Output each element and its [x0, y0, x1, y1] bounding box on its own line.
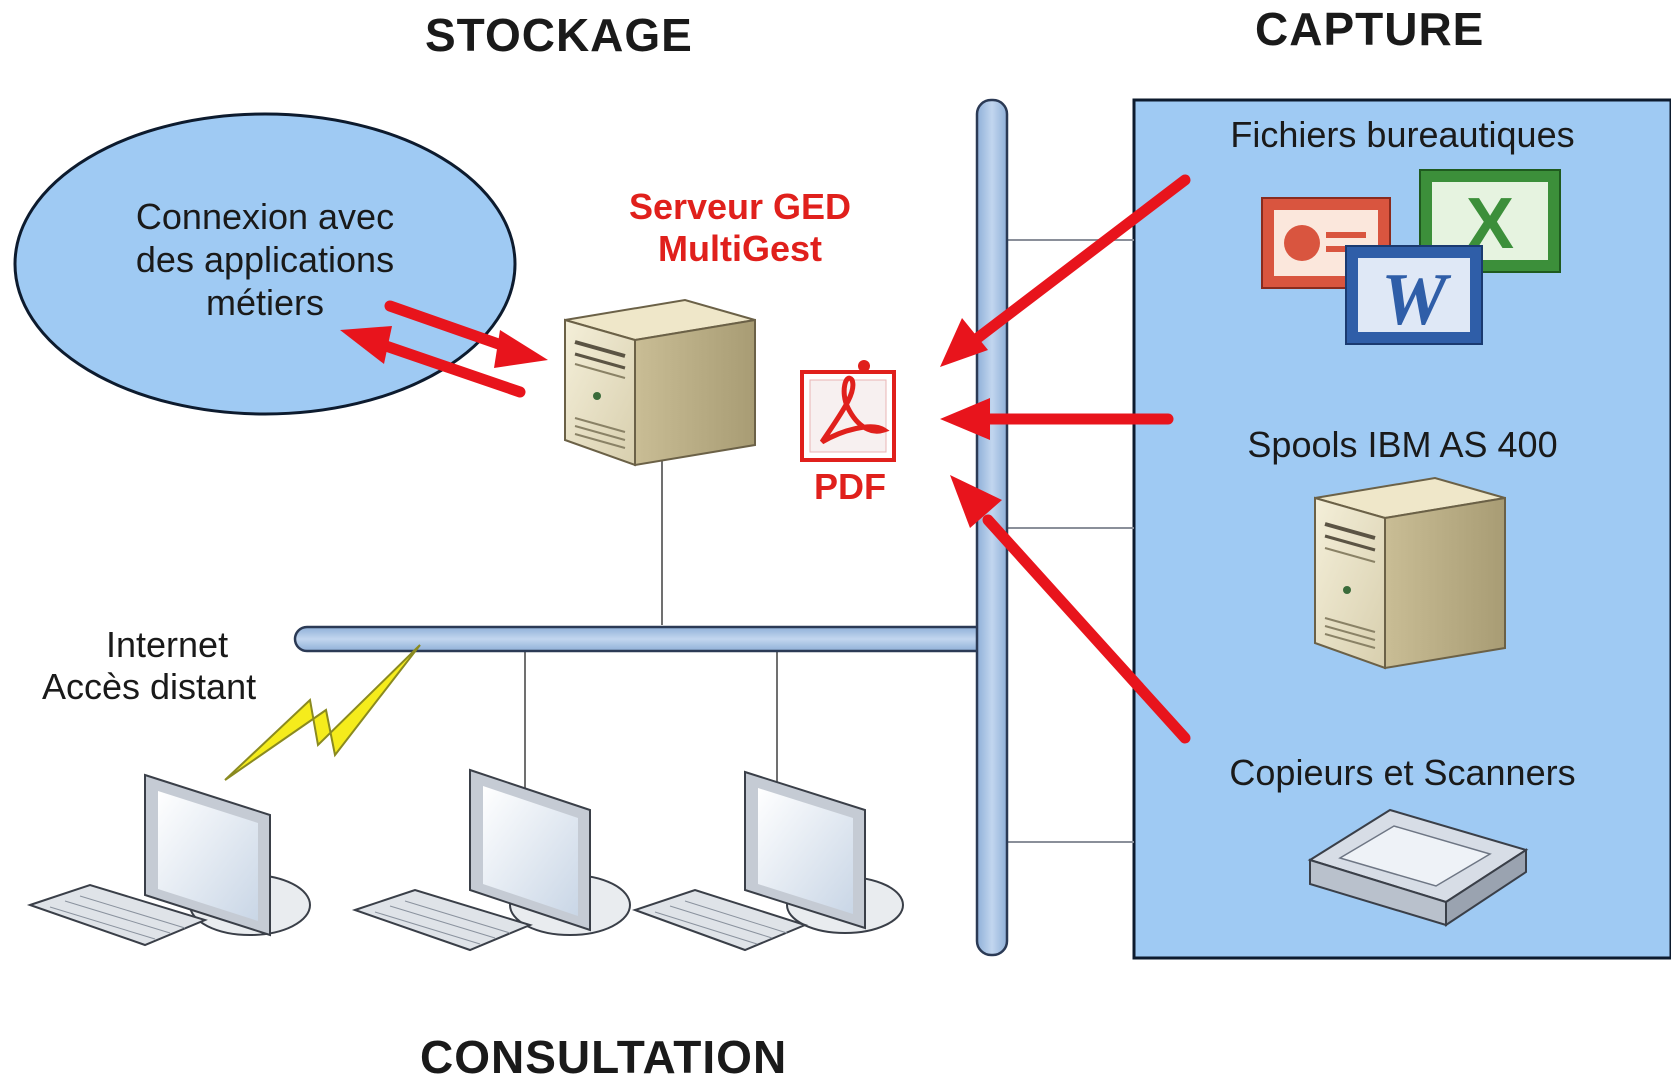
computer-icon [351, 768, 631, 952]
word-icon: W [1345, 245, 1483, 345]
consultation-heading: CONSULTATION [420, 1031, 788, 1083]
spools-label: Spools IBM AS 400 [1247, 424, 1558, 465]
capture-connectors [1006, 239, 1134, 843]
internet-label: Internet [106, 624, 229, 665]
remote-access-label: Accès distant [42, 666, 257, 707]
server-label-line2: MultiGest [657, 228, 822, 269]
pdf-label: PDF [814, 466, 886, 507]
scanner-icon [1307, 808, 1529, 927]
computer-icon [26, 773, 311, 947]
horizontal-network-bus [293, 625, 997, 653]
pdf-icon [800, 360, 896, 462]
storage-heading: STOCKAGE [425, 9, 693, 61]
capture-heading: CAPTURE [1255, 3, 1485, 55]
server-icon [564, 298, 756, 467]
scanners-label: Copieurs et Scanners [1229, 752, 1576, 793]
svg-text:W: W [1381, 259, 1452, 341]
flow-arrows [340, 174, 1191, 744]
server-label-line1: Serveur GED [628, 186, 852, 227]
office-files-label: Fichiers bureautiques [1230, 114, 1575, 155]
bubble-text-line3: métiers [205, 282, 325, 323]
bubble-text-line1: Connexion avec [135, 196, 395, 237]
server-icon [1314, 476, 1506, 670]
bubble-text-line2: des applications [135, 239, 395, 280]
computer-icon [631, 770, 904, 952]
lightning-icon [224, 644, 421, 781]
applications-bubble [13, 112, 517, 416]
